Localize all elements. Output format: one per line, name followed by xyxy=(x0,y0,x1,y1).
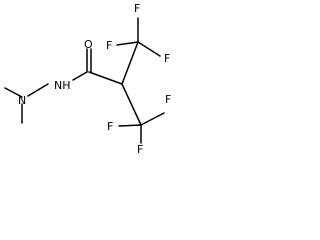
bond-nh-carbonyl xyxy=(72,71,88,81)
structure-canvas: O F F F F F F NH N xyxy=(0,0,184,154)
fluorine-label-upper-left: F xyxy=(106,39,112,52)
molecule-diagram: O F F F F F F NH N xyxy=(4,2,171,154)
fluorine-label-lower-left: F xyxy=(107,120,113,133)
fluorine-label-upper-top: F xyxy=(134,2,140,15)
dimethyl-n-label: N xyxy=(18,94,26,107)
atom-labels: O F F F F F F NH N xyxy=(18,2,171,154)
oxygen-label: O xyxy=(84,38,93,51)
fluorine-label-lower-bottom: F xyxy=(137,143,143,154)
fluorine-label-lower-right: F xyxy=(165,93,171,106)
bond-upper-c-f-left xyxy=(116,41,139,46)
fluorine-label-upper-right: F xyxy=(164,52,170,65)
bond-ch-cf3-upper xyxy=(121,41,139,85)
bond-methyl1-n xyxy=(4,87,23,98)
bond-n-nh xyxy=(27,83,49,97)
nh-label: NH xyxy=(54,79,71,92)
bond-lower-c-f-left xyxy=(118,124,142,127)
bond-ch-cf3-lower xyxy=(121,83,142,126)
bonds xyxy=(4,17,165,144)
bond-upper-c-f-right xyxy=(137,41,161,57)
bond-lower-c-f-right xyxy=(140,112,165,126)
bond-carbonyl-ch xyxy=(88,71,123,85)
